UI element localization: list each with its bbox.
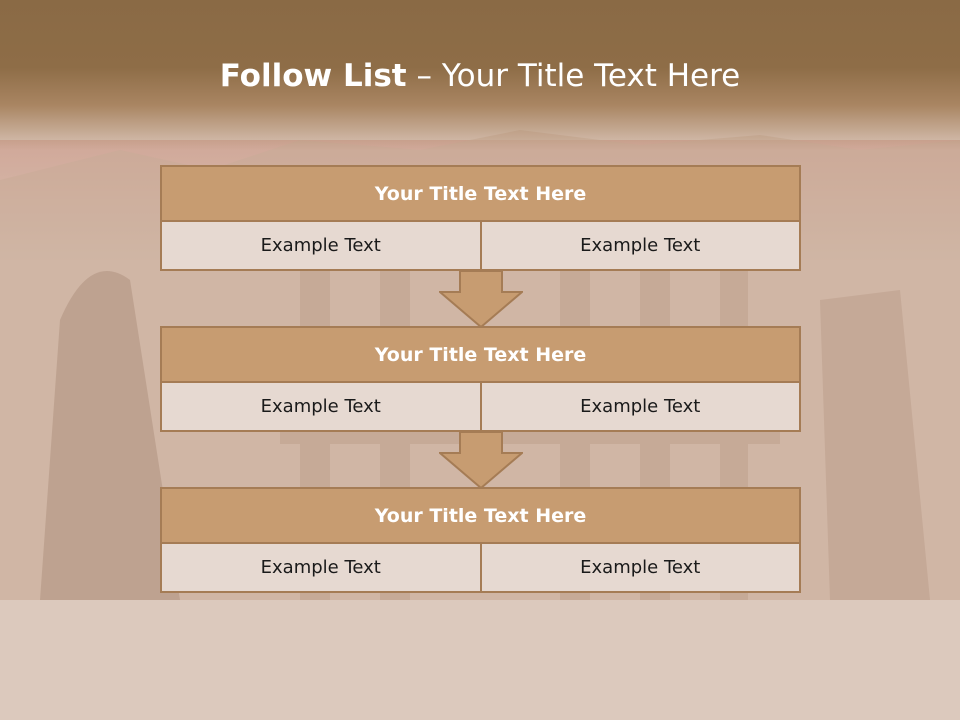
step-cell-right: Example Text [481, 544, 801, 593]
step-block-3: Your Title Text Here Example Text Exampl… [160, 487, 801, 593]
header-band [0, 0, 960, 150]
step-cell-left: Example Text [160, 383, 482, 432]
step-cell-left: Example Text [160, 222, 482, 271]
down-arrow-icon [439, 431, 523, 489]
step-block-1: Your Title Text Here Example Text Exampl… [160, 165, 801, 271]
step-title: Your Title Text Here [160, 487, 801, 544]
step-row: Example Text Example Text [160, 383, 801, 432]
step-cell-left: Example Text [160, 544, 482, 593]
step-cell-right: Example Text [481, 222, 801, 271]
step-title: Your Title Text Here [160, 326, 801, 383]
step-title: Your Title Text Here [160, 165, 801, 222]
page-title: Follow List – Your Title Text Here [0, 56, 960, 96]
step-cell-right: Example Text [481, 383, 801, 432]
title-rest: – Your Title Text Here [406, 58, 741, 94]
step-block-2: Your Title Text Here Example Text Exampl… [160, 326, 801, 432]
title-bold: Follow List [219, 58, 407, 94]
step-row: Example Text Example Text [160, 222, 801, 271]
down-arrow-icon [439, 270, 523, 328]
step-row: Example Text Example Text [160, 544, 801, 593]
